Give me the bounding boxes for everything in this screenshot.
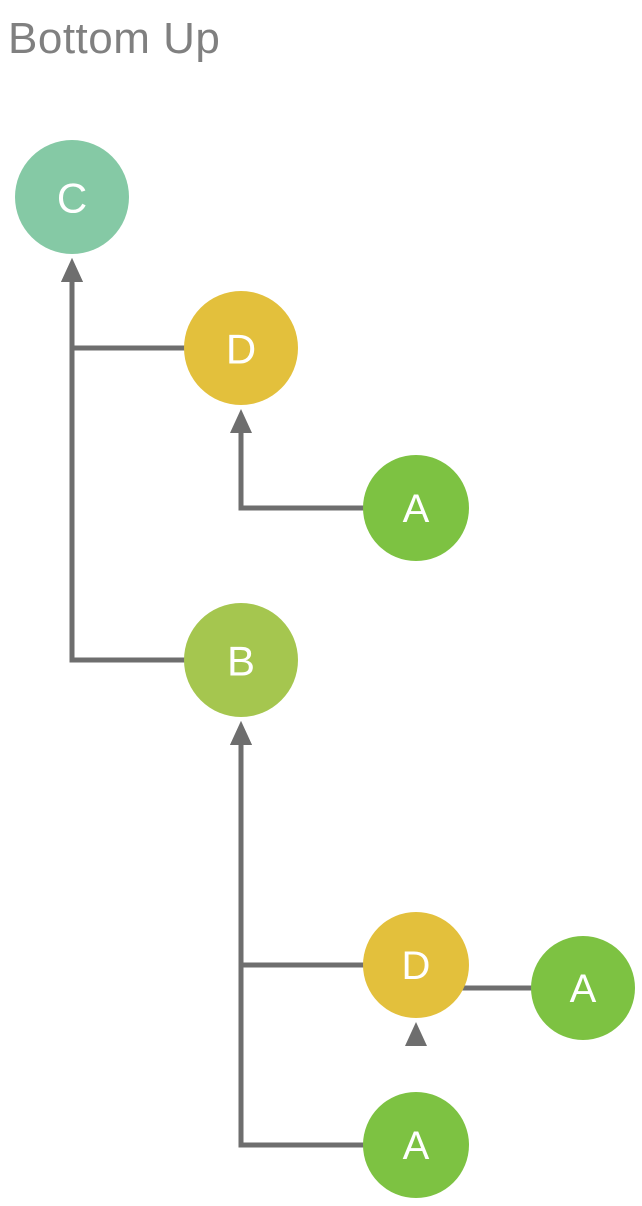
node-label: D	[402, 944, 431, 988]
tree-node-a[interactable]: A	[363, 455, 469, 561]
node-label: D	[226, 326, 256, 373]
node-circle[interactable]	[184, 603, 298, 717]
tree-node-c[interactable]: C	[15, 140, 129, 254]
tree-edge	[405, 985, 534, 1046]
node-label: A	[570, 967, 597, 1011]
tree-edge	[61, 258, 187, 663]
tree-node-d[interactable]: D	[363, 912, 469, 1018]
tree-node-a[interactable]: A	[363, 1092, 469, 1198]
node-circle[interactable]	[363, 912, 469, 1018]
node-label: A	[403, 1124, 430, 1168]
tree-node-d[interactable]: D	[184, 291, 298, 405]
node-circle[interactable]	[15, 140, 129, 254]
node-circle[interactable]	[363, 455, 469, 561]
node-label: C	[57, 175, 87, 222]
node-circle[interactable]	[184, 291, 298, 405]
tree-node-a[interactable]: A	[531, 936, 635, 1040]
tree-edge	[230, 721, 366, 968]
node-circle[interactable]	[363, 1092, 469, 1198]
edges-layer	[61, 258, 534, 1148]
tree-edge	[230, 721, 366, 1148]
tree-edge	[61, 258, 187, 351]
tree-node-b[interactable]: B	[184, 603, 298, 717]
nodes-layer: C D A B D A A	[15, 140, 635, 1198]
node-label: A	[403, 487, 430, 531]
tree-edge	[230, 409, 366, 511]
node-circle[interactable]	[531, 936, 635, 1040]
node-label: B	[227, 638, 255, 685]
page-title: Bottom Up	[8, 14, 221, 63]
